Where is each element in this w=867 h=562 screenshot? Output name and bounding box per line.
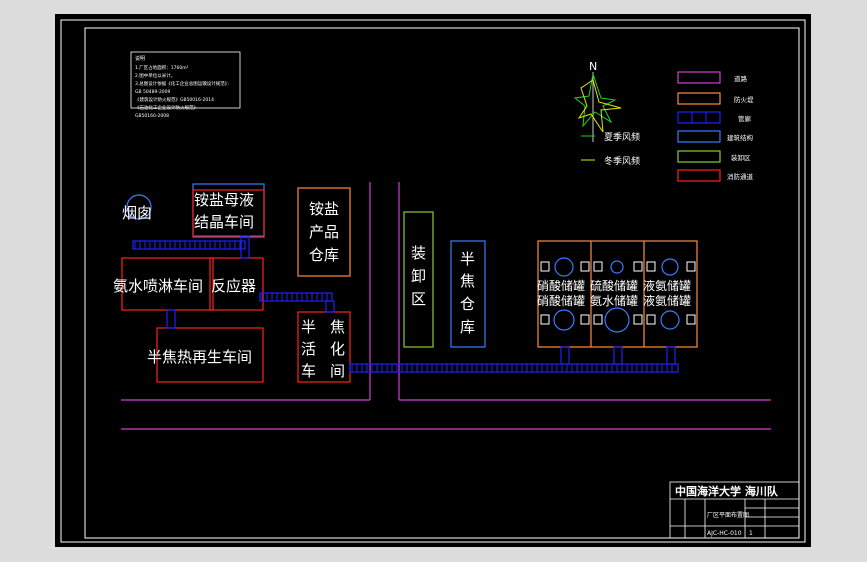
loading-zone: [403, 211, 434, 348]
wind-rose-icon: N: [573, 60, 622, 142]
spray-label: 氨水喷淋车间: [113, 277, 203, 295]
legend-label: 消防通道: [727, 172, 754, 181]
legend-struct-swatch: [677, 130, 721, 143]
product-label-1: 铵盐: [309, 200, 339, 218]
crystallize-label-1: 铵盐母液: [194, 191, 254, 209]
regen-label: 半焦热再生车间: [147, 348, 252, 366]
pump-icon: [646, 261, 656, 272]
pump-icon: [646, 314, 656, 325]
drawing-code: AJC-HC-010: [707, 530, 742, 537]
pipe-rack-ticks: [134, 241, 673, 372]
tank-pumps: [540, 261, 696, 325]
sheet-number: 1: [749, 530, 753, 537]
notes-line: GB 50489-2009: [135, 89, 171, 95]
pump-icon: [633, 261, 643, 272]
semi-coke-building: [297, 311, 351, 383]
coke-label: 仓: [460, 295, 475, 313]
notes-line: 1.厂区占地面积：1760m²: [135, 64, 189, 71]
product-label-3: 仓库: [309, 246, 339, 264]
reactor-label: 反应器: [211, 277, 256, 295]
semi-label: 化: [330, 340, 345, 358]
product-label-2: 产品: [309, 223, 339, 241]
legend-dike-swatch: [677, 92, 721, 105]
chimney-label: 烟囱: [122, 204, 152, 222]
loading-label: 卸: [411, 267, 426, 285]
legend-label: 道路: [734, 74, 748, 83]
design-notes: 说明 1.厂区占地面积：1760m² 2.图中单位以米计。 3.总图设计依据《化…: [130, 51, 241, 119]
reactor-building: [209, 257, 264, 311]
pipe-racks: [132, 235, 679, 373]
semi-label: 活: [301, 340, 316, 358]
building-labels: 烟囱 铵盐母液 结晶车间 铵盐 产品 仓库 氨水喷淋车间 反应器 半焦热再生车间…: [113, 191, 475, 380]
pump-icon: [633, 314, 643, 325]
tank-labels: 硝酸储罐 硫酸储罐 液氨储罐 硝酸储罐 氨水储罐 液氨储罐: [537, 278, 691, 308]
semi-label: 焦: [330, 318, 345, 336]
loading-label: 区: [411, 290, 426, 308]
pump-icon: [580, 314, 590, 325]
notes-heading: 说明: [135, 55, 145, 62]
notes-line: 《石油化工企业设计防火规范》: [135, 104, 198, 111]
notes-line: GB50160-2008: [135, 113, 169, 119]
tank-label: 硝酸储罐: [537, 293, 585, 308]
pump-icon: [686, 314, 696, 325]
notes-line: 《建筑设计防火规范》GB50016-2014: [135, 96, 214, 103]
winter-wind-label: 冬季风频: [604, 155, 640, 167]
summer-wind-label: 夏季风频: [604, 131, 640, 143]
roads: [121, 182, 771, 430]
notes-line: 2.图中单位以米计。: [135, 72, 175, 79]
pump-icon: [540, 261, 550, 272]
legend-pipe-swatch: [677, 111, 721, 124]
tank-label: 液氨储罐: [643, 278, 691, 293]
chimney-outline: [126, 194, 152, 220]
site-plan-canvas: 说明 1.厂区占地面积：1760m² 2.图中单位以米计。 3.总图设计依据《化…: [60, 19, 806, 543]
crystallize-label-2: 结晶车间: [194, 213, 254, 231]
legend-label: 防火堤: [734, 95, 754, 104]
title-block: [669, 481, 800, 539]
legend-loading-swatch: [677, 150, 721, 163]
product-warehouse: [297, 187, 351, 277]
tanks: [553, 257, 680, 333]
coke-label: 半: [460, 250, 475, 268]
semi-label: 车: [301, 362, 316, 380]
coke-label: 库: [460, 318, 475, 336]
legend-label: 管廊: [738, 114, 752, 123]
notes-line: 3.总图设计依据《化工企业总图运输设计规范》：: [135, 80, 232, 87]
semi-label: 间: [330, 362, 345, 380]
tank-label: 硝酸储罐: [537, 278, 585, 293]
pump-icon: [540, 314, 550, 325]
pump-icon: [580, 261, 590, 272]
inner-border: [84, 27, 800, 539]
loading-label: 装: [411, 244, 426, 262]
pump-icon: [593, 261, 603, 272]
legend-label: 建筑结构: [727, 133, 754, 142]
outer-border: [60, 19, 806, 543]
legend: 道路 防火堤 管廊 建筑结构 装卸区 消防通道: [677, 71, 754, 182]
drawing-title: 厂区平面布置图: [707, 511, 749, 519]
drawing-sheet: 说明 1.厂区占地面积：1760m² 2.图中单位以米计。 3.总图设计依据《化…: [55, 14, 811, 547]
tank-label: 液氨储罐: [643, 293, 691, 308]
coke-label: 焦: [460, 272, 475, 290]
semi-label: 半: [301, 318, 316, 336]
legend-fire-swatch: [677, 169, 721, 182]
pump-icon: [686, 261, 696, 272]
north-label: N: [589, 60, 597, 73]
legend-label: 装卸区: [731, 153, 751, 162]
pump-icon: [593, 314, 603, 325]
legend-road-swatch: [677, 71, 721, 84]
semi-coke-warehouse: [450, 240, 486, 348]
school-title: 中国海洋大学 海川队: [675, 484, 779, 498]
tank-label: 氨水储罐: [590, 293, 638, 308]
tank-label: 硫酸储罐: [590, 278, 638, 293]
regen-building: [156, 327, 264, 383]
